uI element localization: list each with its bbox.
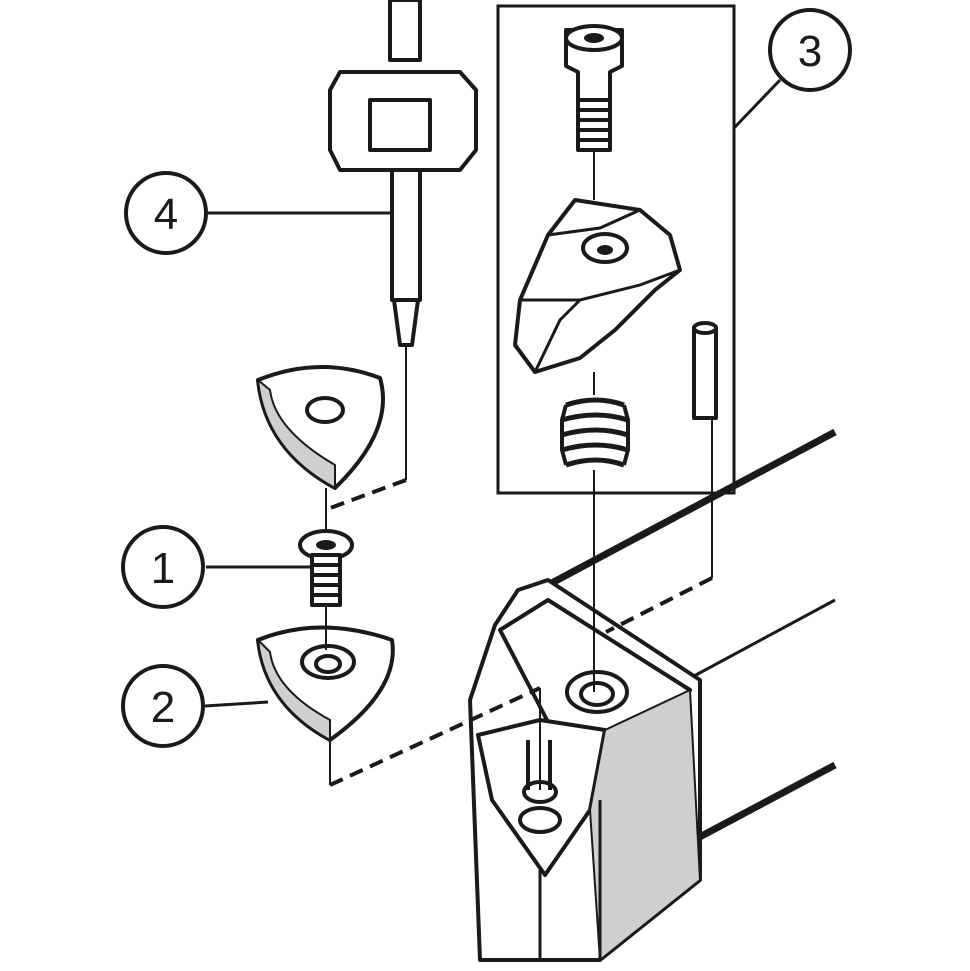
callout-2-label: 2 bbox=[151, 683, 175, 732]
tool-holder-body bbox=[468, 428, 837, 962]
clamp-set-frame bbox=[496, 4, 736, 495]
insert-screw bbox=[298, 529, 354, 607]
guide-lines-key bbox=[324, 345, 407, 512]
pin bbox=[692, 321, 718, 420]
guide-lines-insert bbox=[325, 488, 541, 790]
callout-1: 1 bbox=[121, 525, 205, 609]
clamp bbox=[513, 198, 682, 374]
clamp-screw bbox=[564, 24, 624, 152]
key-wrench bbox=[328, 0, 478, 347]
callout-4: 4 bbox=[124, 171, 208, 255]
insert-lower bbox=[256, 625, 395, 742]
callout-3: 3 bbox=[768, 8, 852, 92]
callout-4-label: 4 bbox=[154, 190, 178, 239]
callout-2: 2 bbox=[121, 664, 205, 748]
guide-lines-clamp bbox=[593, 150, 713, 692]
insert-upper bbox=[256, 365, 385, 490]
callout-1-label: 1 bbox=[151, 544, 175, 593]
callout-3-label: 3 bbox=[798, 27, 822, 76]
spring bbox=[560, 397, 630, 468]
leader-lines bbox=[204, 78, 782, 708]
